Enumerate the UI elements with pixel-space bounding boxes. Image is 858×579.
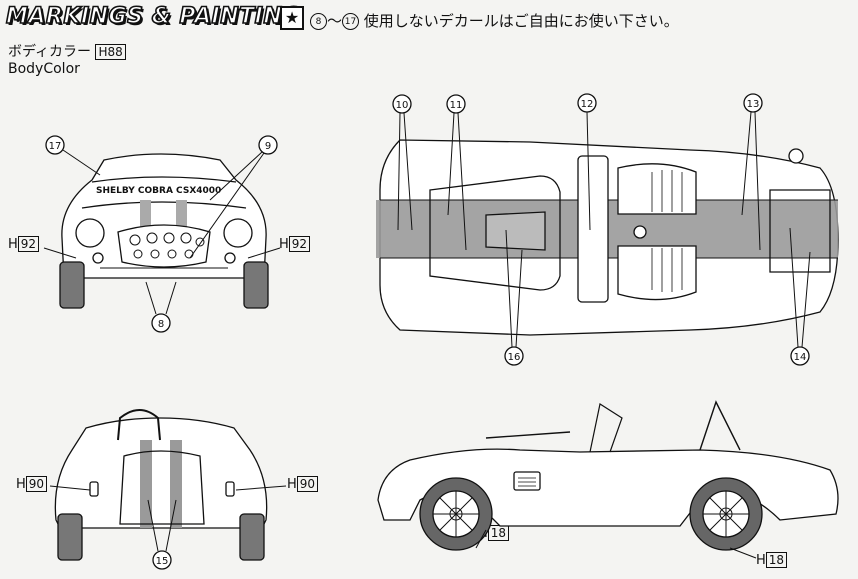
callout-10: 10 (396, 100, 409, 111)
callout-12: 12 (581, 99, 594, 110)
page-title: MARKINGS & PAINTING (5, 3, 301, 30)
decal-note: 8～17 使用しないデカールはご自由にお使い下さい。 (310, 10, 679, 31)
body-color-label-en: BodyColor (8, 61, 80, 77)
callout-16: 16 (508, 352, 521, 363)
callout-8: 8 (158, 319, 164, 330)
callout-from: 8 (310, 13, 327, 30)
body-color-label-jp: ボディカラー (8, 44, 92, 60)
callout-13: 13 (747, 99, 760, 110)
callout-11: 11 (450, 100, 463, 111)
front-view: SHELBY COBRA CSX4000 17 9 8 (43, 135, 281, 333)
rear-view: 15 (49, 409, 287, 570)
star-icon: ★ (280, 6, 304, 30)
callout-17: 17 (49, 141, 62, 152)
body-color-code: H88 (95, 44, 126, 60)
callout-14: 14 (794, 352, 807, 363)
callout-9: 9 (265, 141, 271, 152)
note-tilde: ～ (327, 12, 343, 30)
callout-15: 15 (156, 556, 169, 567)
top-view: 10 11 12 13 16 14 (376, 93, 839, 366)
side-view (377, 400, 839, 559)
grille-text: SHELBY COBRA CSX4000 (96, 186, 221, 196)
header: MARKINGS & PAINTING ★ 8～17 使用しないデカールはご自由… (4, 3, 854, 34)
body-color-spec: ボディカラー H88 BodyColor (8, 44, 126, 78)
callout-to: 17 (342, 13, 360, 30)
note-text: 使用しないデカールはご自由にお使い下さい。 (363, 12, 679, 30)
